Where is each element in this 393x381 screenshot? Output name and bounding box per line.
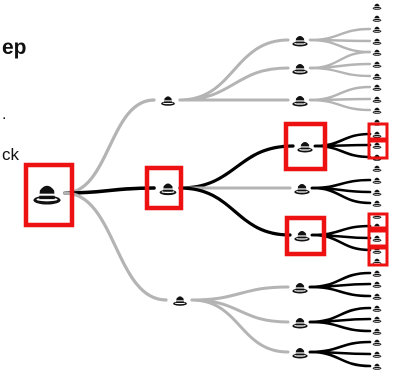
inactive-edge (308, 98, 372, 112)
active-edge (310, 186, 372, 205)
leaf-node-icon (372, 316, 382, 323)
leaf-node-icon (372, 26, 382, 33)
highlight-box (367, 229, 389, 248)
active-edge (308, 285, 372, 298)
level1-node-icon (161, 96, 175, 106)
active-edge (308, 271, 372, 289)
highlight-box (284, 215, 327, 257)
leaf-node-icon (372, 107, 382, 114)
leaf-node-icon (372, 270, 382, 277)
active-edge (178, 186, 292, 237)
active-edge (63, 186, 156, 195)
active-edge (310, 178, 372, 190)
leaf-node-icon (372, 305, 382, 312)
inactive-edge (190, 285, 290, 302)
inactive-edge (63, 191, 168, 302)
inactive-edge (308, 66, 372, 78)
level2-node-icon (294, 183, 310, 195)
leaf-node-icon (372, 339, 382, 346)
leaf-node-icon (372, 131, 382, 138)
leaf-node-icon (372, 363, 382, 370)
leaf-node-icon (372, 165, 382, 172)
inactive-edge (178, 66, 290, 102)
active-edge (178, 144, 295, 190)
leaf-node-icon (372, 235, 382, 242)
inactive-edge (190, 298, 290, 354)
active-edge (310, 233, 372, 252)
tree-edges (63, 27, 372, 368)
level2-node-icon (297, 141, 313, 153)
highlight-box (23, 162, 75, 228)
leaf-node-icon (372, 61, 382, 68)
leaf-node-icon (372, 3, 382, 10)
cropped-text-fragment: ck (2, 145, 19, 164)
cropped-heading-fragment: ep (2, 36, 27, 59)
cropped-text-dot: . (2, 106, 7, 123)
level2-node-icon (292, 282, 308, 294)
level2-node-icon (292, 35, 308, 47)
leaf-node-icon (372, 49, 382, 56)
active-edge (308, 306, 372, 324)
highlight-boxes (23, 121, 389, 267)
active-edge (308, 320, 372, 333)
leaf-node-icon (372, 15, 382, 22)
inactive-edge (63, 98, 156, 195)
highlight-box (367, 246, 389, 267)
leaf-node-icon (372, 96, 382, 103)
level2-node-icon (292, 95, 308, 107)
leaf-node-icon (372, 73, 382, 80)
active-edge (308, 340, 372, 354)
leaf-node-icon (372, 84, 382, 91)
active-edge (313, 132, 372, 148)
leaf-node-icon (372, 351, 382, 358)
leaf-node-icon (372, 281, 382, 288)
highlight-box (144, 165, 184, 211)
tree-nodes (33, 3, 382, 370)
leaf-node-icon (372, 328, 382, 335)
leaf-node-icon (372, 177, 382, 184)
highlight-box (367, 139, 389, 160)
leaf-node-icon (372, 38, 382, 45)
level2-node-icon (292, 63, 308, 75)
inactive-edge (308, 50, 372, 70)
active-edge (310, 224, 372, 237)
root-node-icon (33, 185, 61, 205)
leaf-node-icon (372, 293, 382, 300)
inactive-edge (308, 27, 372, 42)
level2-node-icon (294, 230, 310, 242)
highlight-box (367, 212, 389, 230)
leaf-node-icon (372, 142, 382, 149)
active-edge (308, 350, 372, 368)
level1-node-icon (173, 296, 187, 306)
highlight-box (367, 122, 389, 141)
leaf-node-icon (372, 200, 382, 207)
inactive-edge (308, 85, 372, 102)
leaf-node-icon (372, 189, 382, 196)
level2-node-icon (292, 347, 308, 359)
level1-node-icon (159, 183, 177, 196)
highlight-box (283, 121, 328, 172)
level2-node-icon (292, 317, 308, 329)
